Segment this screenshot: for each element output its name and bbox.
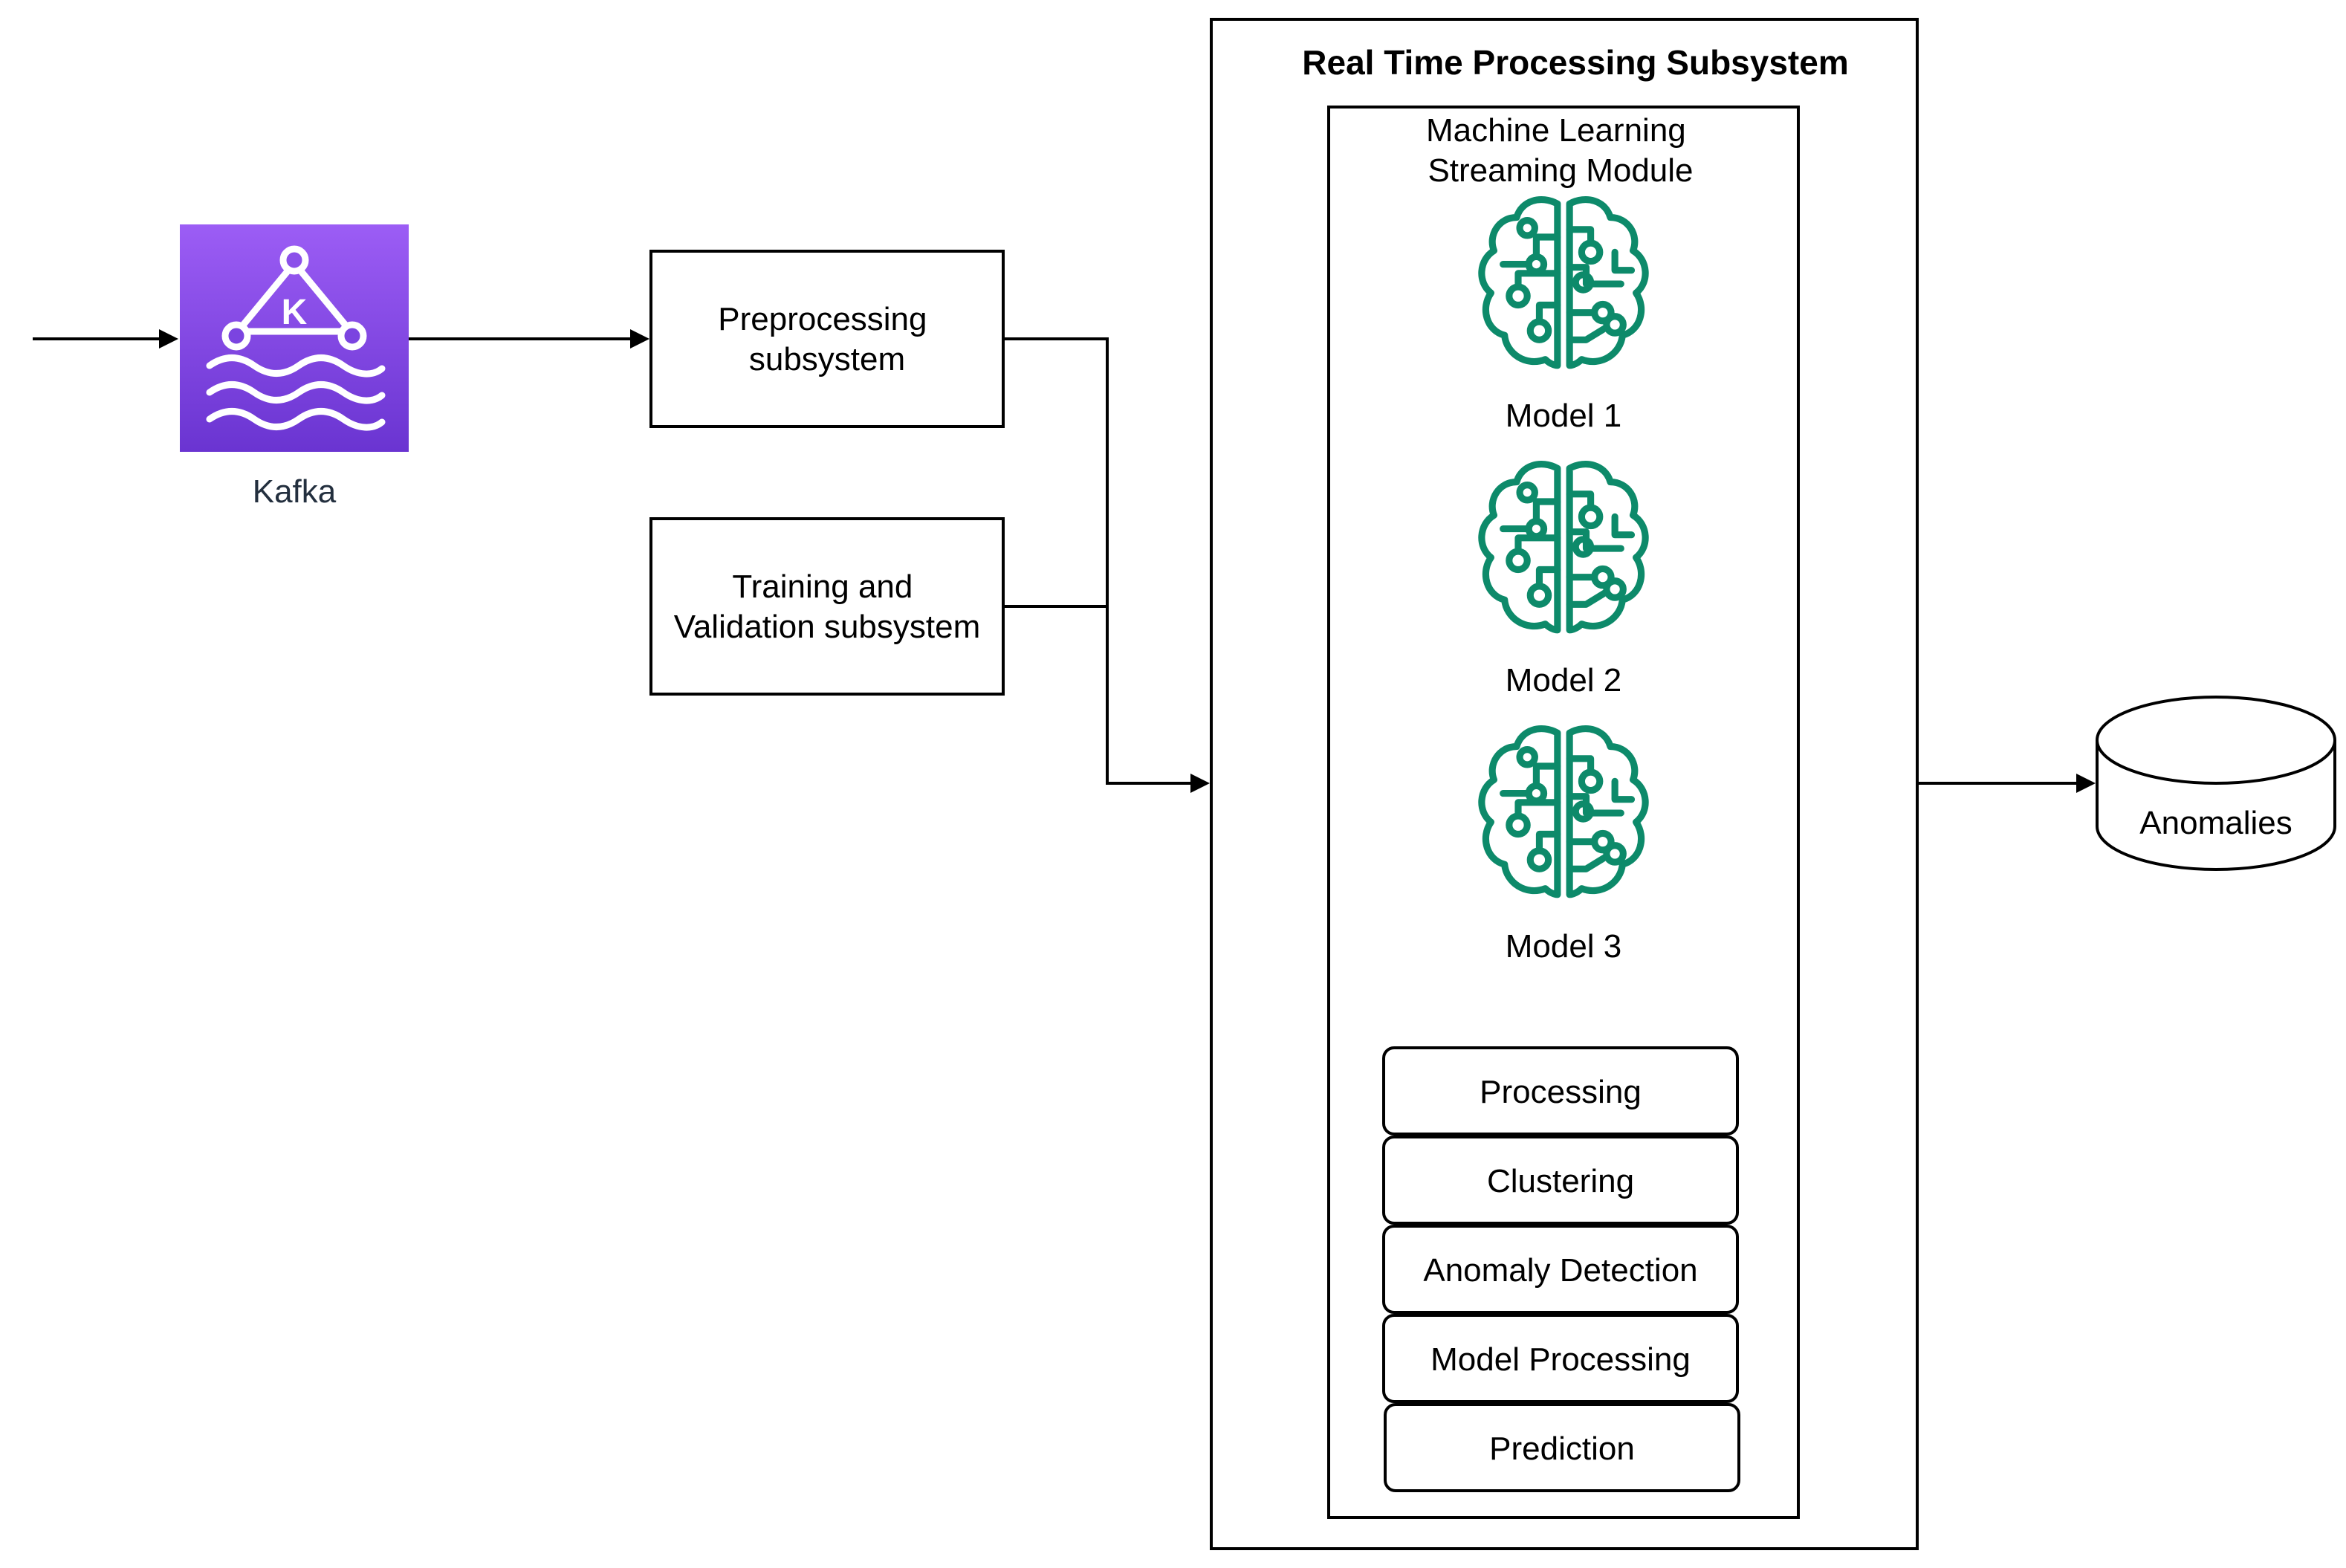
model-2[interactable]: Model 2	[1482, 464, 1645, 699]
preprocessing-subsystem[interactable]: Preprocessing subsystem	[649, 250, 1005, 428]
training-label-line2: Validation subsystem	[674, 609, 981, 645]
step-anomaly-detection[interactable]: Anomaly Detection	[1382, 1225, 1739, 1314]
kafka-icon-letter: K	[282, 293, 308, 332]
svg-text:Training and Validation: Training and Validation subsystem	[674, 568, 981, 645]
model-1-label: Model 1	[1506, 398, 1622, 434]
model-3[interactable]: Model 3	[1482, 729, 1645, 965]
svg-text:Machine Learning Strea: Machine Learning Streaming Module	[1426, 112, 1695, 189]
kafka-to-preprocessing-arrow	[409, 329, 649, 349]
anomalies-label: Anomalies	[2139, 805, 2292, 841]
svg-text:Preprocessing subsystem: Preprocessing subsystem	[718, 301, 936, 378]
kafka-node[interactable]: K Kafka	[180, 224, 409, 510]
step-anomaly-detection-label: Anomaly Detection	[1423, 1252, 1697, 1289]
model-1[interactable]: Model 1	[1482, 200, 1645, 434]
ml-streaming-module[interactable]: Machine Learning Streaming Module Model …	[1327, 106, 1800, 1519]
anomalies-database[interactable]: Anomalies	[2096, 696, 2336, 871]
step-prediction-label: Prediction	[1489, 1431, 1635, 1467]
step-model-processing-label: Model Processing	[1430, 1341, 1691, 1378]
model-2-label: Model 2	[1506, 662, 1622, 699]
training-label-line1: Training and	[732, 568, 913, 605]
ml-module-label-line2: Streaming Module	[1428, 152, 1693, 189]
subsystems-to-rtps-connector	[1003, 337, 1210, 793]
real-time-processing-subsystem[interactable]: Real Time Processing Subsystem Machine L…	[1210, 18, 1919, 1550]
step-clustering[interactable]: Clustering	[1382, 1135, 1739, 1225]
kafka-label: Kafka	[253, 473, 337, 510]
input-arrow	[33, 329, 178, 349]
model-3-label: Model 3	[1506, 928, 1622, 965]
step-model-processing[interactable]: Model Processing	[1382, 1314, 1739, 1403]
ml-module-label-line1: Machine Learning	[1426, 112, 1686, 149]
step-processing-label: Processing	[1480, 1074, 1642, 1110]
kafka-glyph	[206, 245, 386, 431]
step-processing[interactable]: Processing	[1382, 1046, 1739, 1135]
preprocessing-label-line2: subsystem	[749, 341, 905, 378]
step-clustering-label: Clustering	[1487, 1163, 1634, 1199]
step-prediction[interactable]: Prediction	[1384, 1403, 1740, 1492]
rtps-title: Real Time Processing Subsystem	[1302, 43, 1848, 82]
preprocessing-label-line1: Preprocessing	[718, 301, 927, 337]
training-validation-subsystem[interactable]: Training and Validation subsystem	[649, 517, 1005, 696]
rtps-to-anomalies-arrow	[1917, 774, 2096, 793]
